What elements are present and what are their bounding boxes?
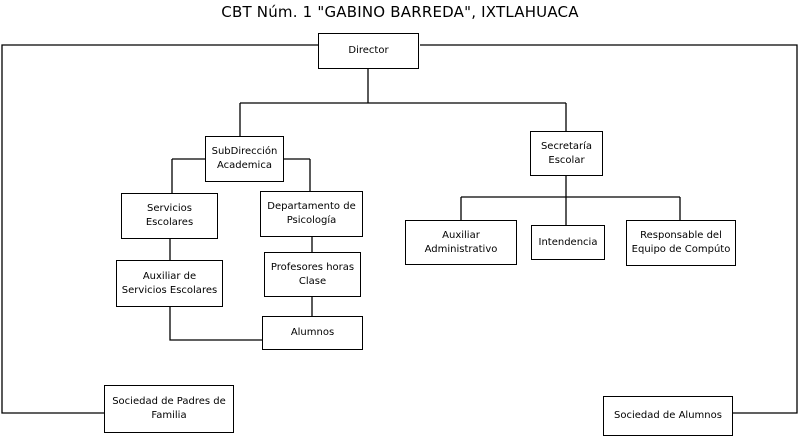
node-intendencia-label: Intendencia: [538, 236, 598, 248]
node-auxiliar-servicios: Auxiliar de Servicios Escolares: [116, 260, 223, 307]
node-servicios-escolares: Servicios Escolares: [121, 193, 218, 239]
node-responsable-computo: Responsable del Equipo de Compúto: [626, 220, 736, 266]
node-secretaria-label: Secretaría Escolar: [540, 140, 593, 166]
node-profesores: Profesores horas Clase: [264, 252, 361, 297]
node-alumnos: Alumnos: [262, 316, 363, 350]
connector-auxiliar-alumnos: [169, 307, 262, 341]
node-alumnos-label: Alumnos: [290, 327, 335, 338]
node-profesores-label: Profesores horas Clase: [270, 261, 355, 287]
node-intendencia: Intendencia: [531, 225, 605, 260]
node-sociedad-padres-label: Sociedad de Padres de Familia: [112, 396, 226, 421]
node-subdireccion: SubDirección Academica: [205, 136, 284, 182]
node-servicios-escolares-label: Servicios Escolares: [145, 203, 194, 228]
node-auxiliar-administrativo-label: Auxiliar Administrativo: [424, 229, 498, 255]
node-auxiliar-administrativo: Auxiliar Administrativo: [405, 220, 517, 265]
connector-director-padres: [1, 44, 320, 414]
connector-director-soc-alumnos: [420, 44, 798, 414]
node-director: Director: [318, 33, 419, 69]
node-secretaria: Secretaría Escolar: [530, 131, 603, 176]
chart-title: CBT Núm. 1 "GABINO BARREDA", IXTLAHUACA: [221, 3, 579, 21]
node-sociedad-alumnos: Sociedad de Alumnos: [603, 396, 733, 436]
node-psicologia: Departamento de Psicología: [260, 191, 363, 237]
node-director-label: Director: [348, 45, 389, 56]
node-sociedad-alumnos-label: Sociedad de Alumnos: [614, 410, 722, 421]
node-auxiliar-servicios-label: Auxiliar de Servicios Escolares: [121, 270, 218, 296]
node-sociedad-padres: Sociedad de Padres de Familia: [104, 385, 234, 433]
node-psicologia-label: Departamento de Psicología: [267, 201, 356, 226]
node-responsable-computo-label: Responsable del Equipo de Compúto: [631, 230, 731, 255]
node-subdireccion-label: SubDirección Academica: [211, 146, 278, 171]
